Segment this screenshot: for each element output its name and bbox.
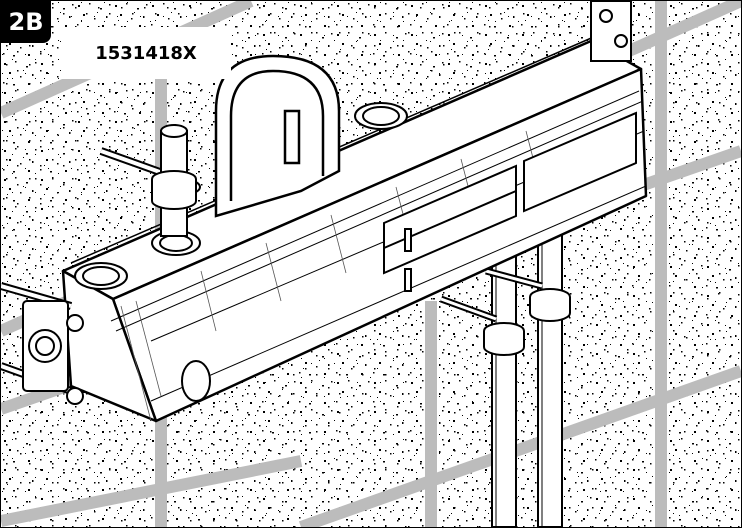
front-windows [383,111,637,292]
left-mounting-bracket [1,282,84,405]
front-cap [181,360,211,402]
arched-cover [214,54,341,218]
step-badge: 2B [1,1,51,43]
valve-body [61,35,648,423]
back-bracket [590,1,632,62]
part-number-label: 1531418X [61,27,231,79]
pipe-clamps [439,267,571,356]
top-pipe [151,124,197,237]
